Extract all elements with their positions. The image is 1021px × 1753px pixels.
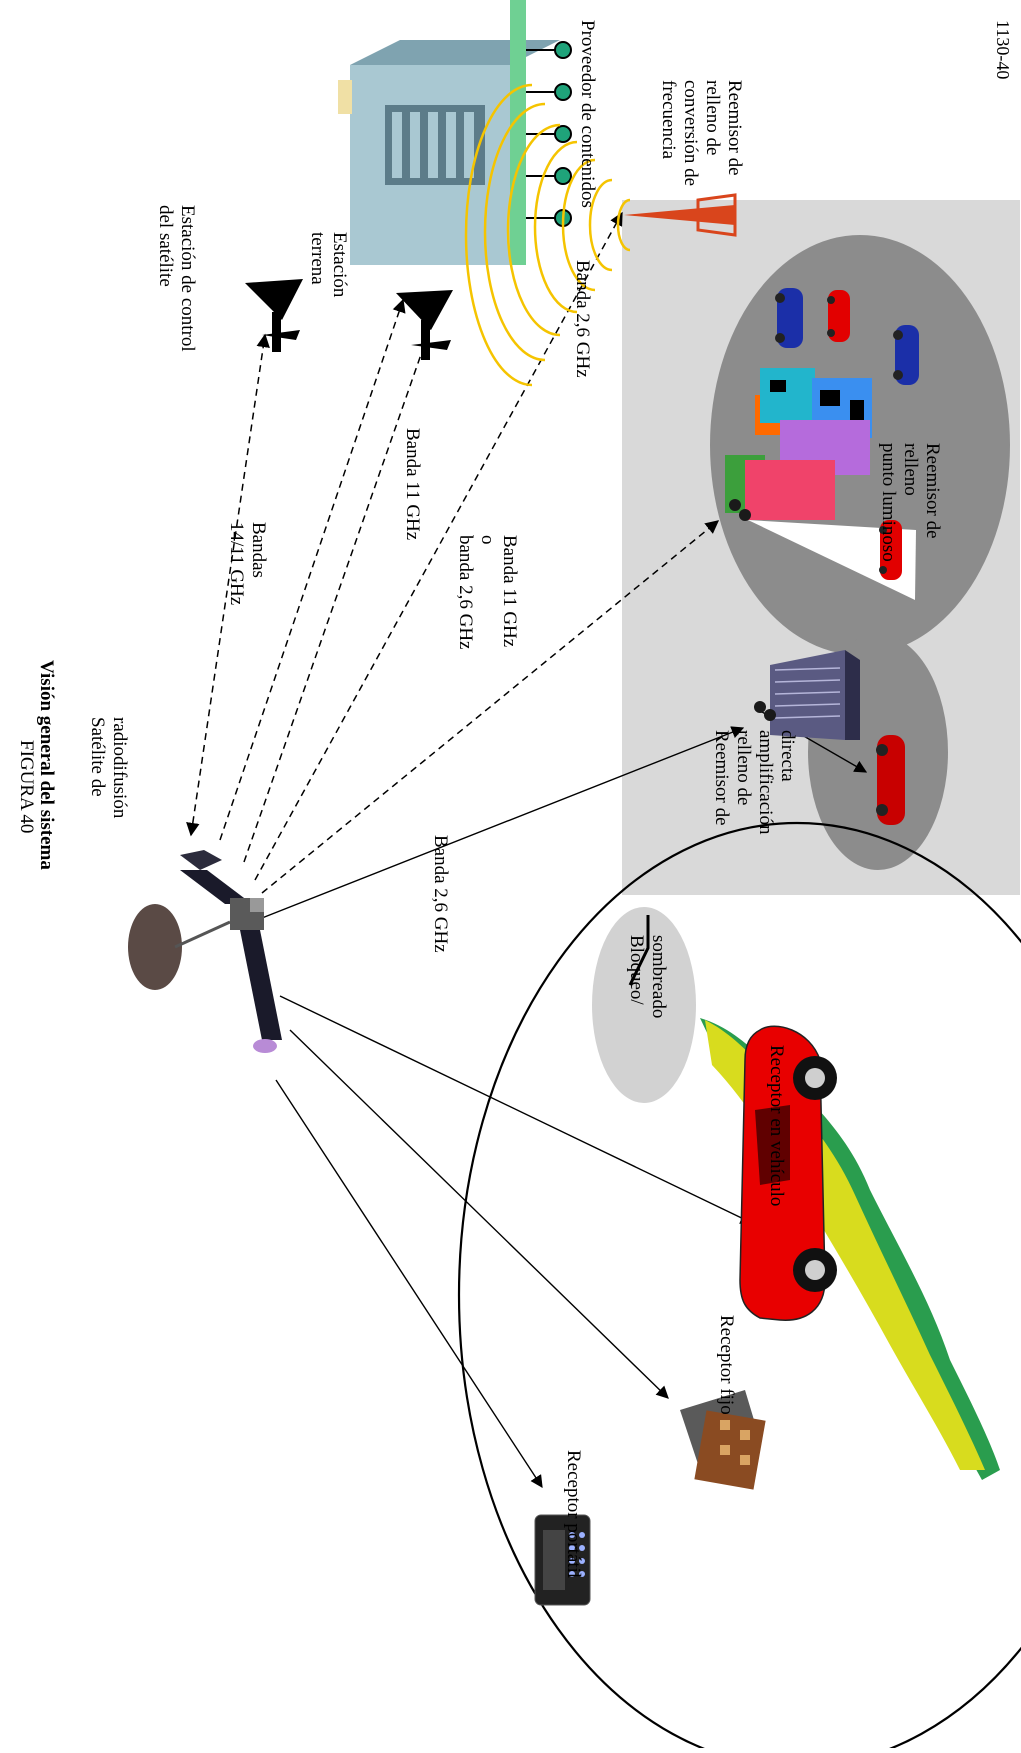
svg-text:amplificación: amplificación (755, 730, 776, 835)
control-station-dish-icon (245, 279, 303, 352)
blue-car-icon (893, 325, 919, 385)
reception-area (458, 822, 1021, 1753)
zone-divider (628, 915, 650, 986)
svg-text:Reemisor de: Reemisor de (711, 730, 732, 826)
figure-title: FIGURA 40 Visión general del sistema (16, 660, 57, 870)
svg-text:Visión general del sistema: Visión general del sistema (36, 660, 57, 870)
svg-text:14/11 GHz: 14/11 GHz (226, 522, 247, 605)
svg-text:Banda 11 GHz: Banda 11 GHz (499, 535, 520, 647)
bands-14-11-label: Bandas 14/11 GHz (226, 522, 269, 605)
links-dashed (186, 211, 720, 894)
svg-text:Estación: Estación (329, 232, 350, 298)
repeater-tower-icon (624, 193, 737, 237)
content-provider-building-icon (338, 0, 572, 265)
earth-station-dish-icon (396, 290, 453, 360)
svg-text:Estación de control: Estación de control (177, 205, 198, 352)
band-11-label: Banda 11 GHz (402, 428, 423, 540)
freq-conv-repeater-label: Reemisor de relleno de conversión de fre… (658, 80, 745, 186)
svg-text:FIGURA 40: FIGURA 40 (16, 740, 37, 833)
band-26-lower-label: Banda 2,6 GHz (430, 835, 451, 953)
portable-receiver-label: Receptor portátil (563, 1450, 584, 1578)
svg-text:Bloqueo/: Bloqueo/ (626, 935, 647, 1005)
house-icon (680, 1390, 766, 1490)
svg-text:sombreado: sombreado (648, 935, 669, 1018)
broadcast-waves (464, 83, 631, 387)
apartment-building-icon (754, 650, 860, 740)
svg-text:Bandas: Bandas (248, 522, 269, 578)
satellite-label: Satélite de radiodifusión (87, 717, 130, 819)
blue-car-icon (775, 288, 803, 348)
svg-text:relleno: relleno (900, 443, 921, 496)
svg-text:radiodifusión: radiodifusión (109, 717, 130, 819)
svg-text:punto luminoso: punto luminoso (878, 443, 899, 562)
control-station-label: Estación de control del satélite (155, 205, 198, 352)
band-11-or-26-label: Banda 11 GHz o banda 2,6 GHz (455, 535, 520, 650)
blocking-shadow-area (592, 907, 696, 1103)
svg-text:relleno de: relleno de (733, 730, 754, 805)
vehicle-icon (739, 1025, 837, 1321)
svg-text:Reemisor de: Reemisor de (922, 443, 943, 539)
svg-text:frecuencia: frecuencia (658, 80, 679, 160)
svg-text:banda 2,6 GHz: banda 2,6 GHz (455, 535, 476, 650)
svg-text:Satélite de: Satélite de (87, 717, 108, 797)
band-26-upper-label: Banda 2,6 GHz (572, 260, 593, 378)
svg-text:Proveedor de contenidos: Proveedor de contenidos (577, 20, 598, 208)
svg-text:terrena: terrena (307, 232, 328, 285)
satellite-icon (128, 850, 282, 1053)
vehicle-receiver-label: Receptor en vehículo (766, 1045, 787, 1206)
svg-text:directa: directa (777, 730, 798, 782)
svg-text:conversión de: conversión de (680, 80, 701, 186)
svg-text:Reemisor de: Reemisor de (724, 80, 745, 176)
red-car-icon (827, 290, 850, 342)
portable-receiver-icon (534, 1514, 591, 1606)
svg-text:del satélite: del satélite (155, 205, 176, 287)
spot-beam-wedge (748, 520, 916, 600)
direct-amp-repeater-label: Reemisor de relleno de amplificación dir… (711, 730, 798, 835)
earth-station-label: Estación terrena (307, 232, 350, 298)
city-buildings-icon (725, 368, 872, 521)
spot-repeater-label: Reemisor de relleno punto luminoso (878, 443, 943, 562)
red-car-icon (879, 520, 902, 580)
svg-text:relleno de: relleno de (702, 80, 723, 155)
fixed-receiver-label: Receptor fijo (716, 1315, 737, 1415)
svg-text:o: o (477, 535, 498, 545)
figure-code: 1130-40 (993, 20, 1013, 79)
red-car-icon (876, 735, 905, 825)
content-provider-label: Proveedor de contenidos (577, 20, 598, 208)
blocking-label: Bloqueo/ sombreado (626, 935, 669, 1018)
